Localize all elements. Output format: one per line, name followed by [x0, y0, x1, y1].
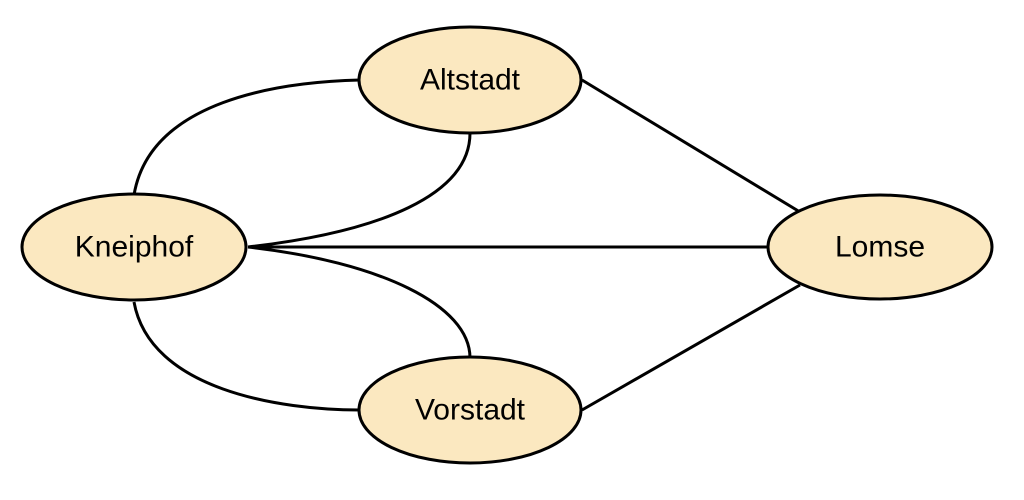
node-lomse: Lomse — [766, 193, 994, 301]
edge-kneiphof-altstadt-outer — [132, 78, 361, 196]
edge-vorstadt-lomse — [581, 283, 801, 412]
node-lomse-label: Lomse — [835, 231, 925, 264]
node-vorstadt: Vorstadt — [357, 355, 583, 465]
edge-kneiphof-vorstadt-outer — [132, 301, 361, 412]
node-kneiphof-shape — [20, 192, 248, 302]
edge-kneiphof-altstadt-inner — [247, 132, 472, 249]
edge-altstadt-lomse — [581, 78, 801, 214]
edge-kneiphof-vorstadt-inner — [247, 245, 472, 359]
node-vorstadt-shape — [357, 355, 583, 465]
node-altstadt-shape — [357, 25, 583, 135]
node-vorstadt-label: Vorstadt — [415, 394, 526, 427]
node-kneiphof: Kneiphof — [20, 192, 248, 302]
node-altstadt: Altstadt — [357, 25, 583, 135]
node-altstadt-label: Altstadt — [420, 64, 521, 97]
node-kneiphof-label: Kneiphof — [75, 231, 194, 264]
node-lomse-shape — [766, 193, 994, 301]
